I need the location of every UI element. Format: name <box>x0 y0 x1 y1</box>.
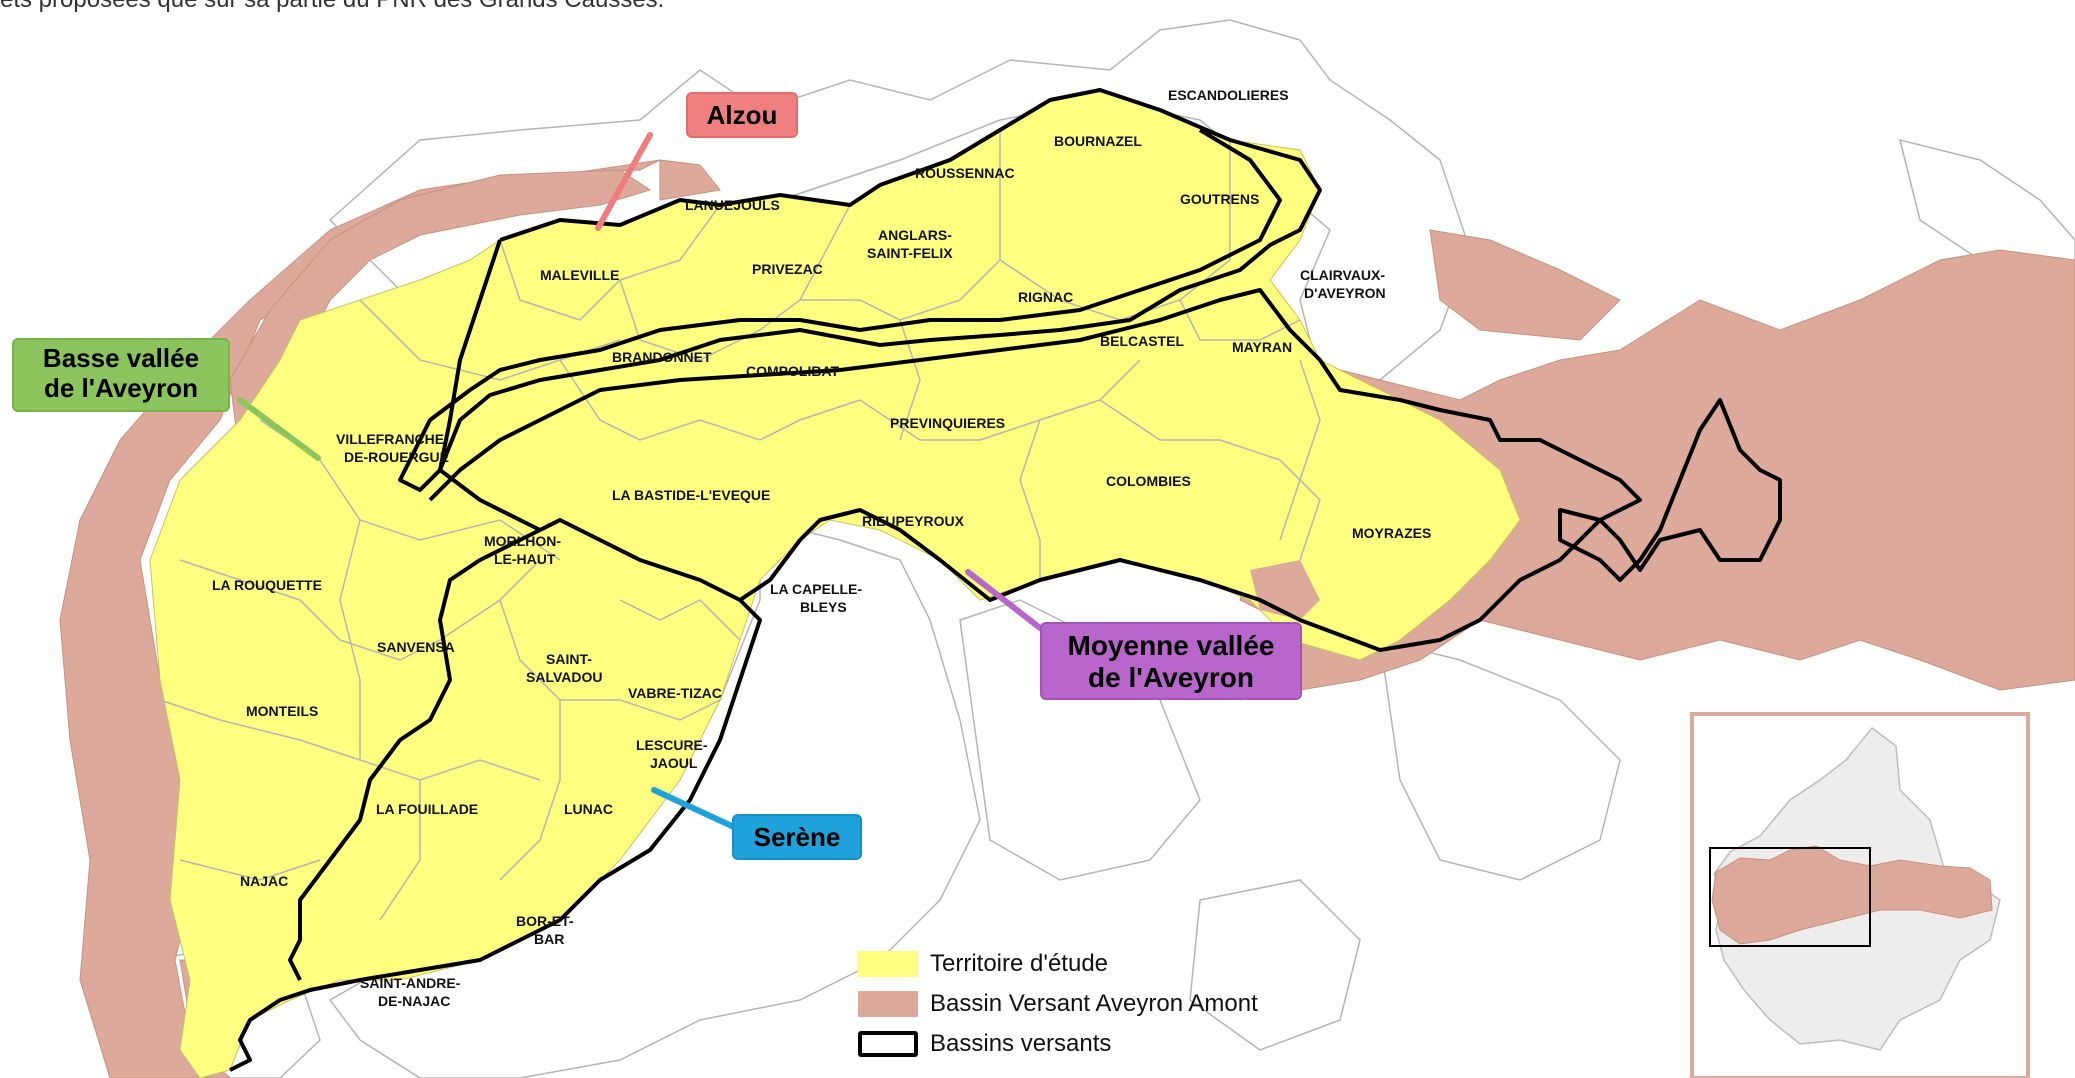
label-maleville: MALEVILLE <box>540 267 619 283</box>
label-morlhon-2: LE-HAUT <box>494 551 556 567</box>
callout-basse-vallee: Basse vallée de l'Aveyron <box>12 338 230 412</box>
commune-borders <box>159 130 1321 921</box>
label-larouquette: LA ROUQUETTE <box>212 577 322 593</box>
label-clairvaux-2: D'AVEYRON <box>1304 285 1386 301</box>
label-anglars-2: SAINT-FELIX <box>867 245 953 261</box>
label-saintandre-1: SAINT-ANDRE- <box>360 975 461 991</box>
label-colombies: COLOMBIES <box>1106 473 1191 489</box>
label-vabretizac: VABRE-TIZAC <box>628 685 722 701</box>
label-goutrens: GOUTRENS <box>1180 191 1259 207</box>
label-villefranche-2: DE-ROUERGUE <box>344 449 449 465</box>
label-saintsalvadou-1: SAINT- <box>546 651 592 667</box>
label-mayran: MAYRAN <box>1232 339 1292 355</box>
legend-swatch-study-area <box>858 951 918 977</box>
legend-swatch-basins <box>858 1031 918 1057</box>
label-najac: NAJAC <box>240 873 288 889</box>
label-roussennac: ROUSSENNAC <box>915 165 1015 181</box>
basin-boundaries <box>229 88 1782 1072</box>
label-lescure-2: JAOUL <box>650 755 698 771</box>
basin-outline-alzou <box>398 88 1322 492</box>
legend-label-basins: Bassins versants <box>930 1030 1112 1057</box>
callout-leaders <box>237 132 1043 831</box>
legend-label-study-area: Territoire d'étude <box>930 950 1109 977</box>
label-saintsalvadou-2: SALVADOU <box>526 669 602 685</box>
callout-serene: Serène <box>732 814 862 860</box>
label-rieupeyroux: RIEUPEYROUX <box>862 513 965 529</box>
basin-outline-serene <box>288 518 561 981</box>
legend-item-basins: Bassins versants <box>858 1030 1111 1058</box>
label-previnquieres: PREVINQUIERES <box>890 415 1005 431</box>
inset-locator-box <box>1709 847 1871 947</box>
label-bournazel: BOURNAZEL <box>1054 133 1142 149</box>
legend-item-upstream-basin: Bassin Versant Aveyron Amont <box>858 990 1258 1018</box>
callout-alzou: Alzou <box>686 92 798 138</box>
label-labastide: LA BASTIDE-L'EVEQUE <box>612 487 770 503</box>
leader-alzou <box>595 132 653 231</box>
label-compolibat: COMPOLIBAT <box>746 363 840 379</box>
leader-serene <box>651 787 739 831</box>
label-monteils: MONTEILS <box>246 703 318 719</box>
label-clairvaux-1: CLAIRVAUX- <box>1300 267 1385 283</box>
label-lafouillade: LA FOUILLADE <box>376 801 478 817</box>
legend-swatch-upstream-basin <box>858 991 918 1017</box>
label-brandonnet: BRANDONNET <box>612 349 712 365</box>
basin-outline-moyenne <box>428 288 1782 652</box>
label-belcastel: BELCASTEL <box>1100 333 1184 349</box>
commune-labels: ESCANDOLIERES BOURNAZEL ROUSSENNAC GOUTR… <box>212 87 1431 1009</box>
label-moyrazes: MOYRAZES <box>1352 525 1431 541</box>
label-saintandre-2: DE-NAJAC <box>378 993 450 1009</box>
label-lunac: LUNAC <box>564 801 613 817</box>
caption-text: ets proposées que sur sa partie du PNR d… <box>0 0 664 14</box>
basin-outline-basse <box>229 468 762 1072</box>
label-sanvensa: SANVENSA <box>377 639 455 655</box>
label-boretbar-2: BAR <box>534 931 564 947</box>
label-anglars-1: ANGLARS- <box>878 227 952 243</box>
label-privezac: PRIVEZAC <box>752 261 823 277</box>
leader-moyenne <box>965 569 1043 631</box>
label-lanuejouls: LANUEJOULS <box>685 197 780 213</box>
label-lescure-1: LESCURE- <box>636 737 708 753</box>
label-lacapelle-2: BLEYS <box>800 599 847 615</box>
legend-label-upstream-basin: Bassin Versant Aveyron Amont <box>930 990 1258 1017</box>
callout-moyenne-vallee: Moyenne vallée de l'Aveyron <box>1040 622 1302 700</box>
label-rignac: RIGNAC <box>1018 289 1073 305</box>
label-boretbar-1: BOR-ET- <box>516 913 574 929</box>
legend-item-study-area: Territoire d'étude <box>858 950 1108 978</box>
inset-map <box>1690 712 2030 1078</box>
label-morlhon-1: MORLHON- <box>484 533 561 549</box>
leader-basse <box>237 397 321 461</box>
label-escandolieres: ESCANDOLIERES <box>1168 87 1289 103</box>
label-villefranche-1: VILLEFRANCHE- <box>336 431 449 447</box>
label-lacapelle-1: LA CAPELLE- <box>770 581 862 597</box>
